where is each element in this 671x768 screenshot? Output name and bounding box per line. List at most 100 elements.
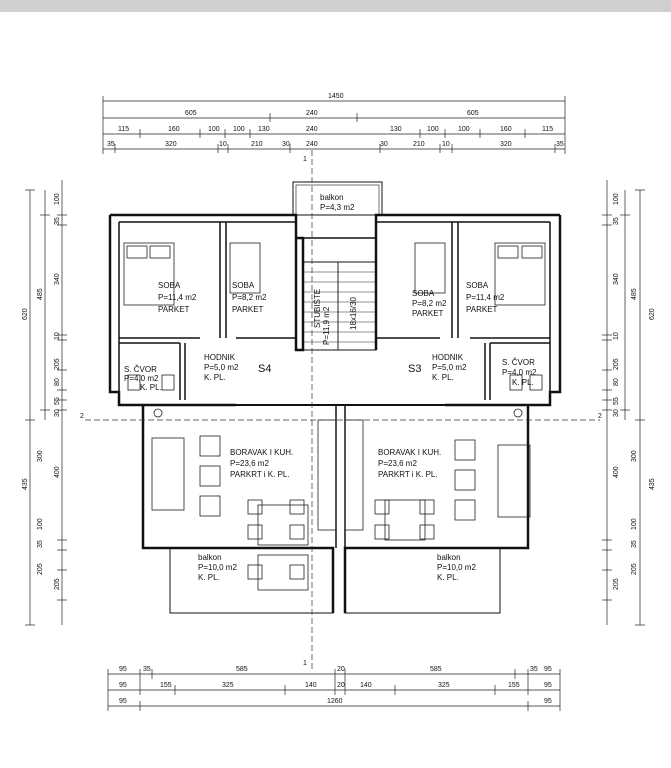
top-balcony-label: balkon P=4,3 m2 (320, 193, 355, 212)
dim-right-mid: 485 100 (631, 288, 638, 530)
svg-text:balkon: balkon (437, 553, 461, 562)
svg-text:80: 80 (613, 378, 620, 386)
svg-text:10: 10 (613, 332, 620, 340)
svg-text:K. PL.: K. PL. (512, 378, 534, 387)
svg-text:35: 35 (530, 666, 538, 673)
room-right-bedroom-2: SOBA P=11,4 m2 PARKET (466, 281, 505, 314)
stair-treads (303, 262, 376, 350)
svg-text:320: 320 (500, 141, 512, 148)
svg-text:95: 95 (119, 666, 127, 673)
dim-row1-bottom: 95 35 585 20 585 35 95 (119, 666, 552, 673)
svg-text:HODNIK: HODNIK (204, 353, 236, 362)
room-right-living: BORAVAK I KUH. P=23,6 m2 PARKRT i K. PL. (378, 448, 441, 479)
room-left-bedroom-2: SOBA P=8,2 m2 PARKET (232, 281, 267, 314)
section-lines (85, 150, 600, 670)
svg-text:160: 160 (500, 126, 512, 133)
svg-text:240: 240 (306, 126, 318, 133)
svg-text:620: 620 (22, 308, 29, 320)
svg-text:P=4,0 m2: P=4,0 m2 (502, 368, 537, 377)
dim-right-inner: 100 35 340 10 205 80 55 30 300 400 100 3… (613, 193, 638, 590)
svg-text:620: 620 (649, 308, 656, 320)
svg-text:STUBIŠTE: STUBIŠTE (313, 289, 322, 328)
svg-text:K. PL.: K. PL. (432, 373, 454, 382)
svg-text:100: 100 (427, 126, 439, 133)
room-left-bathroom: S. ČVOR P=4,0 m2 K. PL. (124, 365, 162, 392)
furniture-icons (127, 374, 543, 591)
svg-text:130: 130 (258, 126, 270, 133)
dim-row2-top: 605 240 605 (185, 110, 479, 117)
svg-text:P=10,0 m2: P=10,0 m2 (437, 563, 476, 572)
svg-text:S. ČVOR: S. ČVOR (124, 365, 157, 374)
svg-text:95: 95 (119, 698, 127, 705)
svg-text:205: 205 (54, 578, 61, 590)
svg-text:30: 30 (380, 141, 388, 148)
svg-text:HODNIK: HODNIK (432, 353, 464, 362)
svg-text:1260: 1260 (327, 698, 343, 705)
svg-text:30: 30 (54, 409, 61, 417)
svg-text:P=11,4 m2: P=11,4 m2 (158, 293, 197, 302)
svg-text:P=5,0 m2: P=5,0 m2 (204, 363, 239, 372)
dim-row2-bottom: 95 155 325 140 20 140 325 155 95 (119, 682, 552, 689)
room-left-hallway: HODNIK P=5,0 m2 K. PL. (204, 353, 239, 382)
svg-text:115: 115 (118, 126, 129, 133)
svg-text:35: 35 (556, 141, 564, 148)
room-left-bedroom-1: SOBA P=11,4 m2 PARKET (158, 281, 197, 314)
svg-text:95: 95 (544, 666, 552, 673)
svg-text:400: 400 (54, 466, 61, 478)
svg-text:P=23,6 m2: P=23,6 m2 (230, 459, 269, 468)
svg-text:18x16/30: 18x16/30 (349, 297, 358, 330)
svg-text:K. PL.: K. PL. (198, 573, 220, 582)
svg-text:1: 1 (303, 660, 307, 667)
svg-text:K. PL.: K. PL. (140, 383, 162, 392)
svg-text:210: 210 (413, 141, 425, 148)
svg-text:P=11,9 m2: P=11,9 m2 (322, 306, 331, 345)
svg-text:P=5,0 m2: P=5,0 m2 (432, 363, 467, 372)
svg-text:35: 35 (107, 141, 115, 148)
svg-text:SOBA: SOBA (232, 281, 255, 290)
svg-text:2: 2 (80, 413, 84, 420)
svg-text:130: 130 (390, 126, 402, 133)
svg-text:205: 205 (613, 358, 620, 370)
svg-text:300: 300 (37, 450, 44, 462)
svg-text:P=10,0 m2: P=10,0 m2 (198, 563, 237, 572)
svg-text:PARKET: PARKET (412, 309, 444, 318)
dim-total-top: 1450 (328, 93, 344, 100)
svg-text:30: 30 (613, 409, 620, 417)
svg-text:PARKET: PARKET (466, 305, 498, 314)
svg-text:585: 585 (236, 666, 248, 673)
stairs-label: STUBIŠTE P=11,9 m2 18x16/30 (313, 289, 358, 345)
svg-text:10: 10 (442, 141, 450, 148)
svg-text:1: 1 (303, 156, 307, 163)
svg-text:320: 320 (165, 141, 177, 148)
svg-text:35: 35 (613, 217, 620, 225)
dim-left-outer: 620 435 (22, 308, 29, 490)
dim-left-mid: 485 100 (37, 288, 44, 530)
right-dimension-lines (602, 180, 645, 626)
dim-left-inner: 100 35 340 10 205 80 55 30 300 400 100 3… (37, 193, 61, 590)
svg-text:30: 30 (282, 141, 290, 148)
svg-text:340: 340 (54, 273, 61, 285)
svg-text:10: 10 (54, 332, 61, 340)
room-left-living: BORAVAK I KUH. P=23,6 m2 PARKRT i K. PL. (230, 448, 293, 479)
svg-text:P=4,3 m2: P=4,3 m2 (320, 203, 355, 212)
svg-text:2: 2 (598, 413, 602, 420)
svg-text:210: 210 (251, 141, 263, 148)
dim-row4-top: 35 320 10 210 10 30 240 30 210 10 320 35 (107, 141, 564, 148)
dim-row3-top: 115 160 100 100 130 240 130 100 100 160 … (118, 126, 553, 133)
svg-text:P=8,2 m2: P=8,2 m2 (412, 299, 447, 308)
left-dimension-lines (25, 180, 67, 626)
svg-text:205: 205 (613, 578, 620, 590)
svg-text:325: 325 (438, 682, 450, 689)
svg-text:55: 55 (613, 397, 620, 405)
svg-text:20: 20 (337, 666, 345, 673)
svg-text:115: 115 (542, 126, 553, 133)
svg-text:340: 340 (613, 273, 620, 285)
svg-text:35: 35 (54, 217, 61, 225)
svg-text:100: 100 (613, 193, 620, 205)
svg-text:balkon: balkon (320, 193, 344, 202)
svg-text:SOBA: SOBA (466, 281, 489, 290)
svg-text:240: 240 (306, 141, 318, 148)
svg-text:35: 35 (37, 540, 44, 548)
svg-text:95: 95 (544, 682, 552, 689)
